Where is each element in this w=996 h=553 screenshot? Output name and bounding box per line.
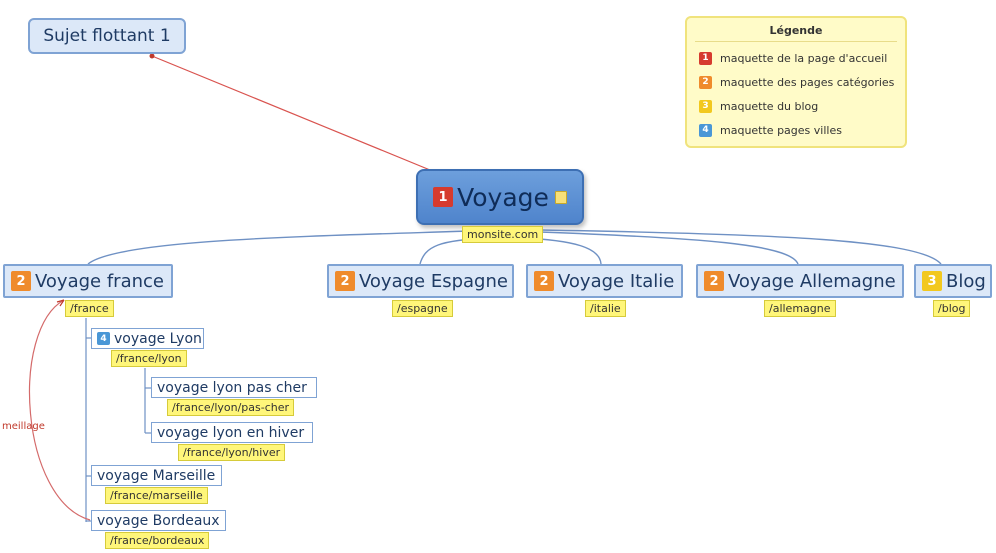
legend-item-label: maquette de la page d'accueil [720, 51, 888, 65]
note-icon[interactable] [554, 190, 567, 204]
branch-line-blog [539, 229, 942, 265]
url-tag-espagne: /espagne [392, 300, 453, 317]
floating-topic-label: Sujet flottant 1 [43, 26, 171, 46]
topic-label: Voyage Allemagne [728, 270, 896, 292]
subtopic-label: voyage Bordeaux [97, 512, 220, 529]
legend-item: 4 maquette pages villes [687, 118, 905, 142]
url-tag-italie: /italie [585, 300, 626, 317]
priority-2-icon: 2 [699, 75, 712, 89]
subtopic-voyage-lyon-pas-cher[interactable]: voyage lyon pas cher [151, 377, 317, 398]
topic-label: Blog [946, 270, 986, 292]
legend-item: 3 maquette du blog [687, 94, 905, 118]
priority-4-icon: 4 [97, 332, 110, 345]
priority-2-icon: 2 [534, 271, 554, 291]
central-topic-voyage[interactable]: 1 Voyage [416, 169, 584, 225]
meillage-arrow-head [56, 299, 65, 307]
priority-3-icon: 3 [699, 99, 712, 113]
priority-4-icon: 4 [699, 123, 712, 137]
floating-topic[interactable]: Sujet flottant 1 [28, 18, 186, 54]
relationship-label[interactable]: meillage [2, 421, 45, 432]
subtopic-label: voyage lyon pas cher [157, 379, 307, 396]
subtopic-voyage-marseille[interactable]: voyage Marseille [91, 465, 222, 486]
url-tag-lyon: /france/lyon [111, 350, 187, 367]
priority-2-icon: 2 [11, 271, 31, 291]
priority-2-icon: 2 [704, 271, 724, 291]
branch-line-allemagne [539, 231, 799, 265]
url-tag-bordeaux: /france/bordeaux [105, 532, 210, 549]
url-tag-allemagne: /allemagne [764, 300, 836, 317]
legend-item-label: maquette du blog [720, 99, 819, 113]
central-topic-label: Voyage [457, 182, 549, 212]
subtopic-voyage-lyon-en-hiver[interactable]: voyage lyon en hiver [151, 422, 313, 443]
meillage-relationship-line [28, 299, 91, 521]
subtopic-label: voyage Marseille [97, 467, 216, 484]
url-tag-blog: /blog [933, 300, 971, 317]
legend-panel: Légende 1 maquette de la page d'accueil … [685, 16, 907, 148]
floating-relationship-line [151, 55, 431, 171]
topic-label: Voyage france [35, 270, 164, 292]
topic-voyage-espagne[interactable]: 2 Voyage Espagne [327, 264, 514, 298]
topic-voyage-france[interactable]: 2 Voyage france [3, 264, 173, 298]
url-tag-root: monsite.com [462, 226, 544, 243]
legend-item-label: maquette des pages catégories [720, 75, 895, 89]
priority-3-icon: 3 [922, 271, 942, 291]
topic-label: Voyage Espagne [359, 270, 508, 292]
legend-item: 2 maquette des pages catégories [687, 70, 905, 94]
url-tag-lyon-pas-cher: /france/lyon/pas-cher [167, 399, 295, 416]
subtopic-voyage-lyon[interactable]: 4 voyage Lyon [91, 328, 204, 349]
legend-item-label: maquette pages villes [720, 123, 842, 137]
topic-voyage-allemagne[interactable]: 2 Voyage Allemagne [696, 264, 904, 298]
legend-item: 1 maquette de la page d'accueil [687, 46, 905, 70]
priority-2-icon: 2 [335, 271, 355, 291]
priority-1-icon: 1 [699, 51, 712, 65]
url-tag-france: /france [65, 300, 114, 317]
topic-blog[interactable]: 3 Blog [914, 264, 992, 298]
priority-1-icon: 1 [433, 187, 454, 207]
floating-relationship-end [149, 53, 155, 59]
topic-voyage-italie[interactable]: 2 Voyage Italie [526, 264, 683, 298]
url-tag-lyon-hiver: /france/lyon/hiver [178, 444, 286, 461]
subtopic-label: voyage lyon en hiver [157, 424, 305, 441]
legend-title: Légende [695, 18, 897, 42]
branch-line-france [87, 229, 501, 265]
url-tag-marseille: /france/marseille [105, 487, 208, 504]
subtopic-voyage-bordeaux[interactable]: voyage Bordeaux [91, 510, 226, 531]
subtopic-label: voyage Lyon [114, 330, 202, 347]
topic-label: Voyage Italie [558, 270, 675, 292]
